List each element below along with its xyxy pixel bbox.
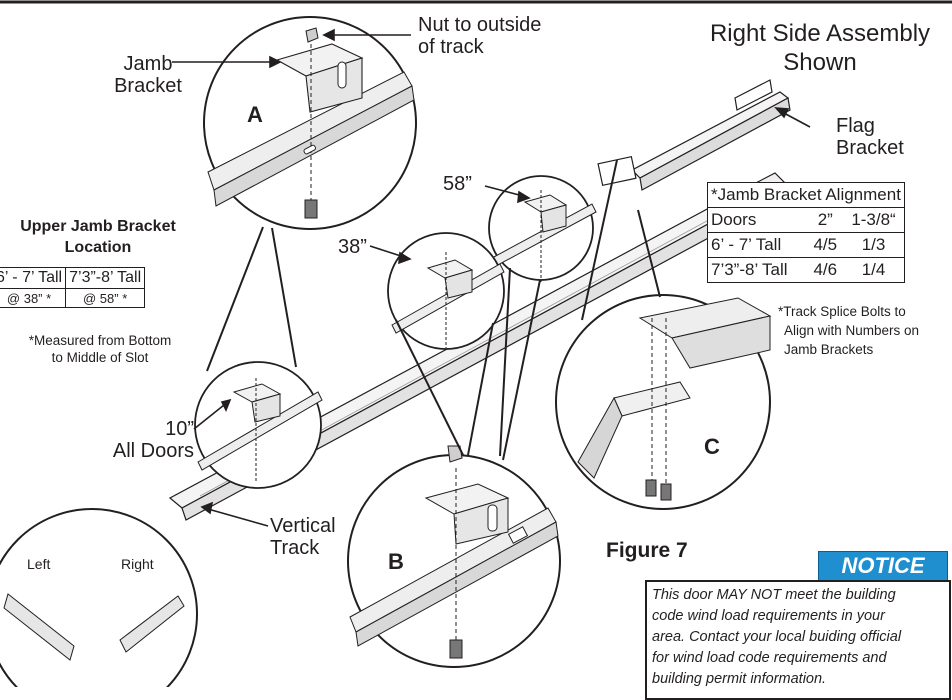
jamb-alignment-table: *Jamb Bracket Alignment Doors 2” 1-3/8“ … (707, 182, 905, 283)
alignment-cell: 1/3 (843, 232, 905, 258)
title-line-1: Right Side Assembly (709, 20, 931, 47)
notice-line: building permit information. (652, 671, 827, 687)
flag-bracket-line-2: Bracket (836, 137, 904, 159)
splice-note-line-1: *Track Splice Bolts to (778, 304, 906, 319)
alignment-cell: Doors (707, 207, 808, 233)
alignment-row: 6’ - 7’ Tall 4/5 1/3 (707, 232, 905, 258)
vertical-track-line-2: Track (270, 537, 320, 559)
upper-jamb-title-line-2: Location (64, 239, 132, 256)
notice-box: This door MAY NOT meet the building code… (645, 580, 951, 700)
dim-58-label: 58” (443, 173, 472, 195)
alignment-cell: 1/4 (843, 257, 905, 283)
alignment-cell: 4/6 (807, 257, 844, 283)
dim-10-line-1: 10” (165, 418, 194, 440)
figure-label: Figure 7 (606, 539, 688, 562)
upper-jamb-value-cell: @ 58” * (65, 288, 146, 308)
upper-jamb-value-cell: @ 38” * (0, 288, 67, 308)
upper-jamb-note-line-1: *Measured from Bottom (28, 333, 172, 348)
diagram-title: Right Side Assembly Shown (700, 19, 940, 77)
notice-line: This door MAY NOT meet the building (652, 587, 896, 603)
splice-bolt-note: *Track Splice Bolts to Align with Number… (778, 302, 919, 359)
upper-jamb-title: Upper Jamb Bracket Location (0, 216, 196, 258)
alignment-row: 7’3”-8’ Tall 4/6 1/4 (707, 257, 905, 283)
upper-jamb-table: 6’ - 7’ Tall 7’3”-8’ Tall @ 38” * @ 58” … (0, 267, 146, 308)
splice-note-line-2: Align with Numbers on (784, 323, 920, 338)
detail-letter-a: A (247, 102, 263, 127)
detail-circle-38 (387, 232, 505, 350)
jamb-bracket-line-1: Jamb (123, 53, 173, 75)
connector-lines (206, 159, 661, 461)
dim-10-line-2: All Doors (112, 440, 194, 462)
left-label: Left (27, 556, 51, 572)
detail-circle-10 (194, 361, 323, 489)
splice-note-line-3: Jamb Brackets (784, 342, 874, 357)
nut-callout-line-2: of track (418, 36, 484, 58)
dim-38-label: 38” (338, 236, 367, 258)
jamb-bracket-line-2: Bracket (114, 75, 182, 97)
detail-circle-left-right (0, 508, 198, 687)
alignment-cell: 1-3/8“ (843, 207, 905, 233)
upper-jamb-note: *Measured from Bottom to Middle of Slot (0, 332, 200, 366)
alignment-cell: 6’ - 7’ Tall (707, 232, 808, 258)
title-line-2: Shown (783, 49, 857, 76)
flag-bracket (597, 79, 791, 191)
flag-bracket-line-1: Flag (836, 115, 875, 137)
alignment-title-row: *Jamb Bracket Alignment (707, 182, 905, 208)
alignment-cell: 2” (807, 207, 844, 233)
notice-badge: NOTICE (818, 551, 948, 581)
detail-circle-a (203, 16, 417, 230)
detail-circle-b (347, 445, 561, 668)
nut-callout: Nut to outside of track (418, 14, 541, 58)
upper-jamb-header-row: 6’ - 7’ Tall 7’3”-8’ Tall (0, 267, 146, 289)
alignment-title: *Jamb Bracket Alignment (707, 182, 905, 208)
detail-letter-c: C (704, 434, 720, 459)
vertical-track-line-1: Vertical (270, 515, 336, 537)
leader-arrows (172, 28, 811, 527)
upper-jamb-header-cell: 7’3”-8’ Tall (65, 267, 146, 289)
alignment-cell: 4/5 (807, 232, 844, 258)
upper-jamb-value-row: @ 38” * @ 58” * (0, 288, 146, 308)
vertical-track-callout: Vertical Track (270, 515, 336, 559)
detail-letter-b: B (388, 549, 404, 574)
upper-jamb-note-line-2: to Middle of Slot (51, 350, 149, 365)
upper-jamb-header-cell: 6’ - 7’ Tall (0, 267, 67, 289)
alignment-cell: 7’3”-8’ Tall (707, 257, 808, 283)
notice-line: area. Contact your local buiding officia… (652, 629, 902, 645)
jamb-bracket-callout: Jamb Bracket (108, 53, 188, 97)
right-label: Right (121, 556, 154, 572)
nut-callout-line-1: Nut to outside (418, 14, 542, 36)
dim-10-label: 10” All Doors (110, 418, 194, 462)
notice-line: for wind load code requirements and (652, 650, 887, 666)
detail-circle-c (555, 294, 772, 510)
flag-bracket-callout: Flag Bracket (836, 115, 904, 159)
notice-line: code wind load requirements in your (652, 608, 885, 624)
alignment-row: Doors 2” 1-3/8“ (707, 207, 905, 233)
upper-jamb-title-line-1: Upper Jamb Bracket (20, 218, 176, 235)
detail-circle-58 (488, 175, 597, 282)
